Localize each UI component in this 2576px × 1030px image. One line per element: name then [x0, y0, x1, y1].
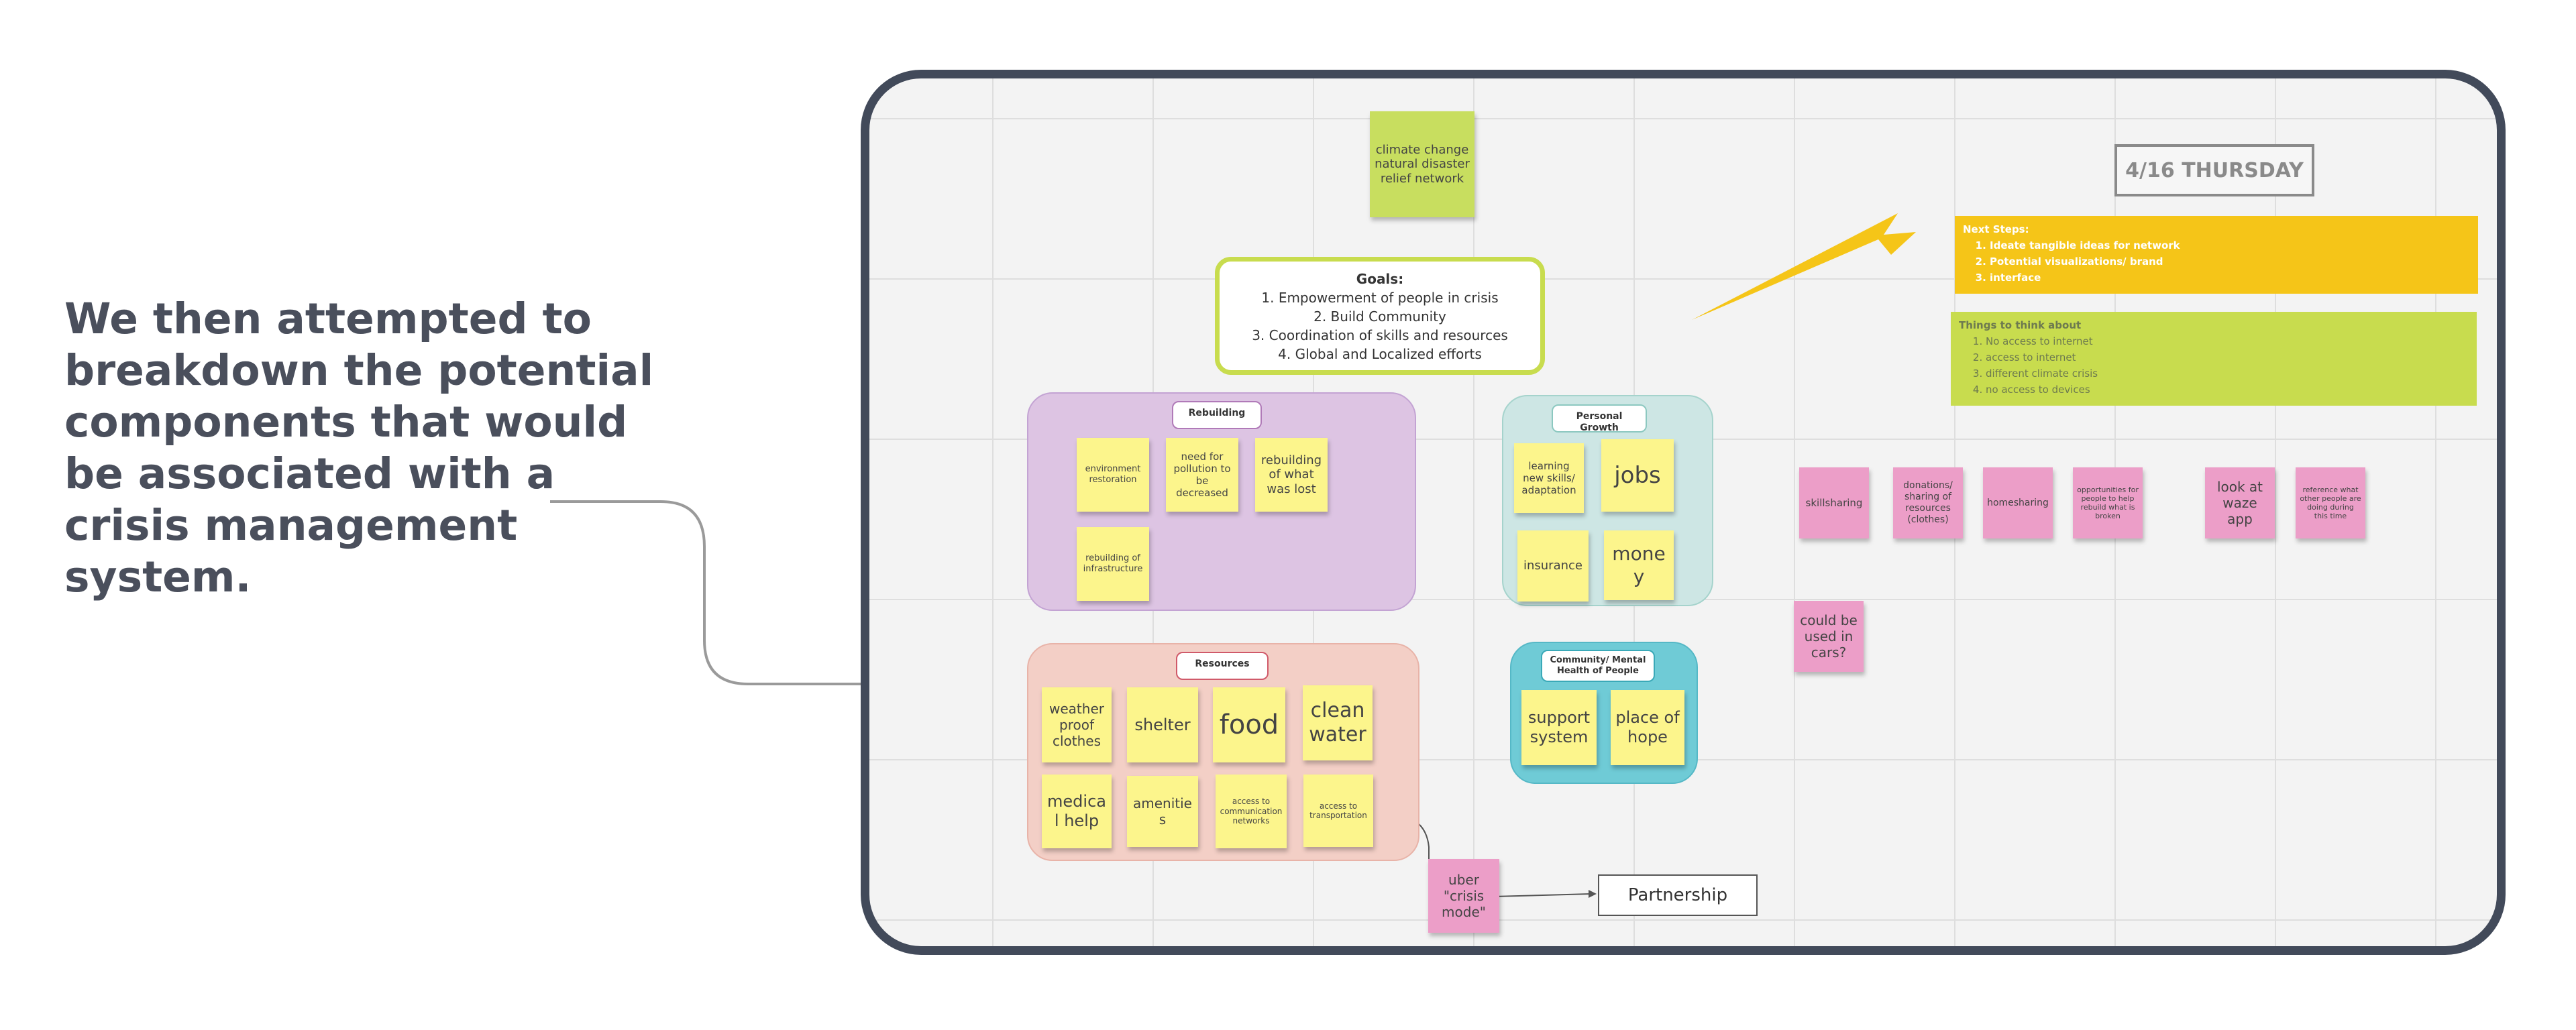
rebuilding-note[interactable]: environment restoration — [1077, 438, 1149, 512]
resources-note[interactable]: shelter — [1127, 687, 1198, 762]
goal-item: 2. Build Community — [1313, 308, 1446, 325]
rebuilding-note[interactable]: rebuilding of what was lost — [1255, 438, 1328, 512]
goal-item: 3. Coordination of skills and resources — [1252, 327, 1508, 343]
goal-item: 4. Global and Localized efforts — [1278, 346, 1482, 362]
next-steps-item: Ideate tangible ideas for network — [1990, 237, 2470, 253]
next-steps-item: interface — [1990, 270, 2470, 286]
think-about-note[interactable]: Things to think about No access to inter… — [1951, 312, 2477, 406]
think-about-list: No access to internet access to internet… — [1959, 333, 2469, 398]
pink-note[interactable]: opportunities for people to help rebuild… — [2073, 467, 2143, 538]
think-about-item: access to internet — [1986, 349, 2469, 365]
title-sticky[interactable]: climate change natural disaster relief n… — [1370, 111, 1474, 217]
community-note[interactable]: support system — [1521, 690, 1597, 765]
resources-note[interactable]: clean water — [1303, 685, 1373, 760]
pink-note[interactable]: homesharing — [1983, 467, 2053, 538]
next-steps-heading: Next Steps: — [1963, 223, 2029, 235]
personal-growth-note[interactable]: money — [1604, 530, 1674, 600]
pink-note[interactable]: could be used in cars? — [1794, 601, 1864, 672]
personal-growth-note[interactable]: learning new skills/ adaptation — [1514, 443, 1584, 513]
rebuilding-title: Rebuilding — [1172, 401, 1262, 429]
pink-note[interactable]: look at waze app — [2205, 467, 2275, 538]
arrow-icon — [1692, 213, 1916, 320]
next-steps-item: Potential visualizations/ brand — [1990, 253, 2470, 270]
goal-item: 1. Empowerment of people in crisis — [1261, 290, 1499, 306]
resources-note[interactable]: access to transportation — [1303, 775, 1373, 847]
goals-box[interactable]: Goals: 1. Empowerment of people in crisi… — [1215, 257, 1545, 375]
goals-heading: Goals: — [1356, 271, 1404, 287]
rebuilding-note[interactable]: need for pollution to be decreased — [1166, 438, 1238, 512]
resources-title: Resources — [1176, 652, 1269, 680]
resources-note[interactable]: access to communication networks — [1216, 775, 1287, 848]
whiteboard-frame: climate change natural disaster relief n… — [861, 70, 2506, 955]
connector-line — [550, 500, 862, 685]
partnership-box[interactable]: Partnership — [1598, 874, 1758, 916]
resources-note[interactable]: amenities — [1127, 776, 1198, 847]
rebuilding-note[interactable]: rebuilding of infrastructure — [1077, 527, 1149, 601]
resources-note[interactable]: medical help — [1042, 775, 1112, 848]
date-label: 4/16 THURSDAY — [2114, 144, 2314, 196]
next-steps-list: Ideate tangible ideas for network Potent… — [1963, 237, 2470, 286]
personal-growth-note[interactable]: insurance — [1517, 530, 1589, 602]
pink-note[interactable]: reference what other people are doing du… — [2296, 467, 2365, 538]
uber-crisis-mode-note[interactable]: uber "crisis mode" — [1428, 859, 1499, 933]
arrowhead-icon — [1589, 890, 1597, 898]
think-about-item: no access to devices — [1986, 382, 2469, 398]
next-steps-note[interactable]: Next Steps: Ideate tangible ideas for ne… — [1955, 216, 2478, 294]
pink-note[interactable]: skillsharing — [1799, 467, 1869, 538]
slide-headline: We then attempted to breakdown the poten… — [64, 294, 654, 602]
think-about-item: different climate crisis — [1986, 365, 2469, 382]
think-about-heading: Things to think about — [1959, 319, 2082, 331]
pink-note[interactable]: donations/ sharing of resources (clothes… — [1893, 467, 1963, 538]
resources-note[interactable]: food — [1213, 687, 1285, 762]
personal-growth-note[interactable]: jobs — [1601, 439, 1674, 512]
community-title: Community/ Mental Health of People — [1541, 650, 1655, 682]
think-about-item: No access to internet — [1986, 333, 2469, 349]
resources-note[interactable]: weather proof clothes — [1042, 687, 1112, 762]
community-note[interactable]: place of hope — [1611, 690, 1684, 765]
personal-growth-title: Personal Growth — [1552, 404, 1647, 433]
